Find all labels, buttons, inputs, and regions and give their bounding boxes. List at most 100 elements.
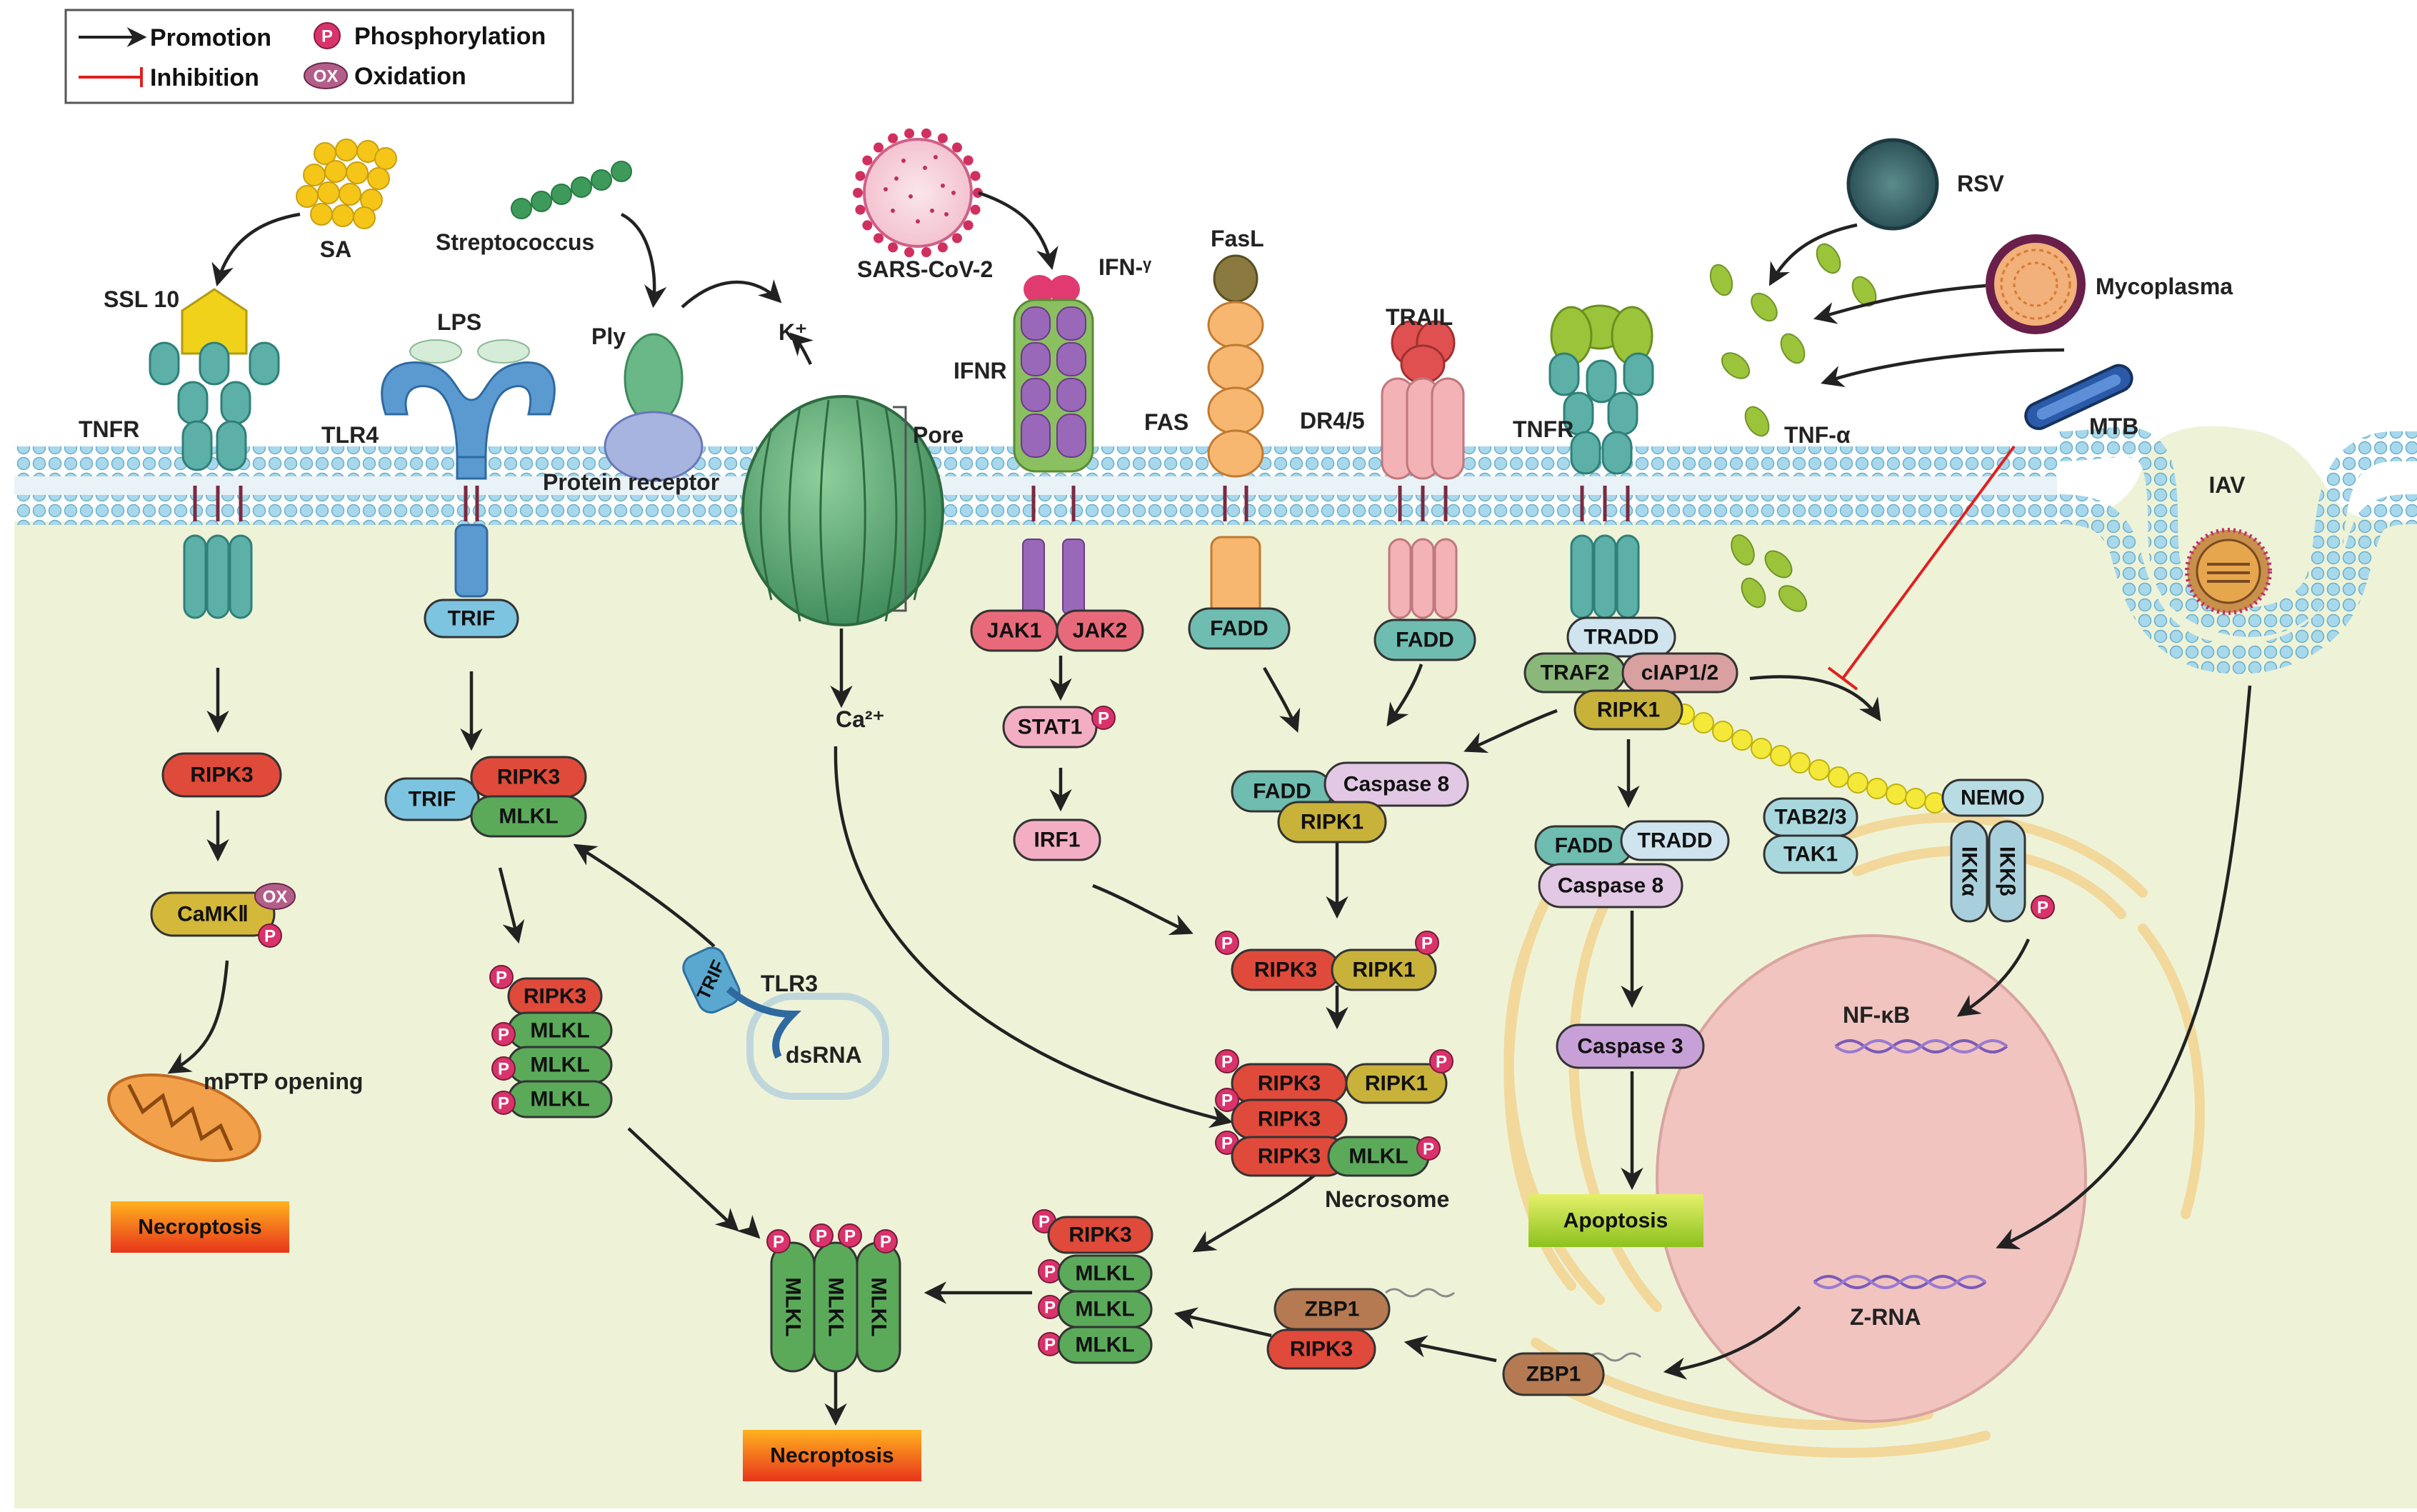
- legend-promotion-label: Promotion: [150, 24, 271, 51]
- sa-label: SA: [320, 236, 351, 262]
- phospho-icon: P: [491, 1022, 516, 1046]
- phospho-glyph: P: [880, 1233, 891, 1252]
- tradd-node-2: TRADD: [1620, 820, 1730, 861]
- phospho-glyph: P: [816, 1227, 827, 1246]
- phospho-glyph: P: [498, 1094, 509, 1113]
- mlkl-oligo-2: MLKL: [813, 1241, 859, 1373]
- fadd-node-2-label: FADD: [1253, 780, 1311, 803]
- necrosome-ripk3-3-label: RIPK3: [1258, 1145, 1321, 1168]
- caspase3-node-label: Caspase 3: [1577, 1035, 1683, 1058]
- necrosome-mlkl-label: MLKL: [1348, 1145, 1408, 1168]
- traf2-node-label: TRAF2: [1541, 661, 1610, 685]
- stat1-node: STAT1: [1002, 706, 1098, 749]
- mlkl-node-3: MLKL: [507, 1046, 613, 1084]
- necroptosis-outcome-bottom: Necroptosis: [743, 1430, 921, 1481]
- rsv-virus-icon: [1846, 138, 1939, 231]
- nucleus: [1656, 934, 2087, 1423]
- camk2-node-label: CaMKⅡ: [177, 903, 249, 926]
- ripk3-node-1: RIPK3: [161, 752, 282, 798]
- phospho-glyph: P: [2037, 898, 2048, 918]
- phospho-icon: P: [491, 1091, 516, 1115]
- mycoplasma-label: Mycoplasma: [2096, 274, 2233, 299]
- fadd-node-3: FADD: [1534, 825, 1633, 866]
- mlkl-node-1-label: MLKL: [499, 805, 558, 828]
- ifn-gamma-ligand-icon: [1024, 275, 1055, 304]
- tak1-node: TAK1: [1763, 834, 1858, 874]
- ikkb-node: IKKβ: [1988, 820, 2026, 923]
- legend-phospho-icon: [314, 22, 341, 49]
- mlkl-node-5-label: MLKL: [1075, 1262, 1134, 1286]
- iav-virus-icon: [2185, 528, 2272, 615]
- legend-ox-icon: [304, 62, 348, 89]
- ply-label: Ply: [591, 324, 626, 349]
- phospho-icon: P: [766, 1229, 791, 1253]
- tnfr-left-label: TNFR: [79, 416, 139, 442]
- trif-node-2: TRIF: [384, 777, 480, 821]
- legend-oxidation-label: Oxidation: [354, 63, 466, 90]
- fadd-node-3-label: FADD: [1555, 834, 1613, 858]
- mycoplasma-icon: [1986, 234, 2086, 334]
- tab23-node-label: TAB2/3: [1774, 806, 1846, 829]
- sars-cov-2-virus-icon: [853, 128, 983, 258]
- necrosome-ripk1-label: RIPK1: [1365, 1072, 1428, 1096]
- necrosome-mlkl: MLKL: [1327, 1136, 1430, 1177]
- ikkb-node-label: IKKβ: [1996, 846, 2019, 896]
- necrosome-ripk3-2: RIPK3: [1231, 1098, 1348, 1140]
- irf1-node-label: IRF1: [1034, 828, 1080, 852]
- ifnr-receptor: [1013, 275, 1094, 615]
- trail-ligand-icon: [1391, 320, 1456, 384]
- mlkl-node-4: MLKL: [507, 1080, 613, 1118]
- legend-phospho-label: Phosphorylation: [354, 23, 546, 50]
- ripk1-node-3: RIPK1: [1331, 948, 1437, 991]
- phospho-glyph: P: [773, 1233, 784, 1252]
- tradd-node-1: TRADD: [1566, 616, 1676, 658]
- iav-label: IAV: [2209, 472, 2246, 498]
- mlkl-oligo-3: MLKL: [856, 1241, 901, 1373]
- phospho-icon: P: [258, 923, 282, 948]
- phospho-glyph: P: [1044, 1336, 1056, 1355]
- caspase8-node-2: Caspase 8: [1538, 863, 1683, 908]
- mtb-label: MTB: [2089, 414, 2138, 439]
- phospho-glyph: P: [498, 1060, 509, 1079]
- mlkl-node-5: MLKL: [1057, 1254, 1153, 1293]
- mlkl-node-7: MLKL: [1057, 1326, 1153, 1364]
- mlkl-oligo-1-label: MLKL: [781, 1277, 805, 1336]
- phospho-icon: P: [1215, 931, 1239, 955]
- fas-label: FAS: [1144, 409, 1189, 435]
- membrane-tails: [14, 476, 2057, 495]
- legend: Promotion Inhibition P Phosphorylation O…: [64, 9, 574, 104]
- phospho-glyph: P: [1044, 1263, 1056, 1282]
- zbp1-rna-squiggle: [1588, 1352, 1641, 1362]
- mlkl-oligo-2-label: MLKL: [824, 1277, 848, 1336]
- fasl-label: FasL: [1211, 226, 1264, 251]
- tnf-alpha-particles: [1709, 243, 1877, 612]
- ripk3-node-1-label: RIPK3: [190, 763, 253, 787]
- phospho-glyph: P: [1436, 1053, 1447, 1072]
- necroptosis-outcome-left: Necroptosis: [111, 1201, 289, 1253]
- jak1-node-label: JAK1: [987, 619, 1042, 643]
- phospho-icon: P: [1429, 1049, 1453, 1073]
- iav-invagination-membrane: [2056, 426, 2417, 637]
- zbp1-node-1: ZBP1: [1273, 1288, 1391, 1331]
- phospho-glyph: P: [1423, 1140, 1434, 1159]
- dr45-label: DR4/5: [1300, 408, 1365, 434]
- legend-phospho-glyph: P: [321, 27, 333, 46]
- ciap-node-label: cIAP1/2: [1641, 661, 1718, 685]
- fadd-node-dr45: FADD: [1373, 619, 1476, 661]
- phospho-icon: P: [1416, 1136, 1441, 1161]
- ikka-node-label: IKKα: [1958, 846, 1981, 897]
- phospho-icon: P: [1215, 1049, 1239, 1073]
- mitochondrion-icon: [107, 1073, 261, 1163]
- tnfr-right-label: TNFR: [1513, 416, 1573, 442]
- sa-bacteria-icon: [296, 139, 397, 229]
- ifnr-label: IFNR: [954, 358, 1007, 384]
- caspase8-node-1: Caspase 8: [1323, 761, 1469, 807]
- mlkl-node-7-label: MLKL: [1075, 1333, 1134, 1357]
- caspase8-node-2-label: Caspase 8: [1558, 874, 1663, 898]
- mlkl-node-1: MLKL: [470, 795, 587, 838]
- mptp-label: mPTP opening: [204, 1068, 363, 1094]
- trif-node-2-label: TRIF: [409, 788, 456, 811]
- ripk1-node-1-label: RIPK1: [1597, 699, 1660, 722]
- tnfr-receptor-right: [1548, 304, 1654, 619]
